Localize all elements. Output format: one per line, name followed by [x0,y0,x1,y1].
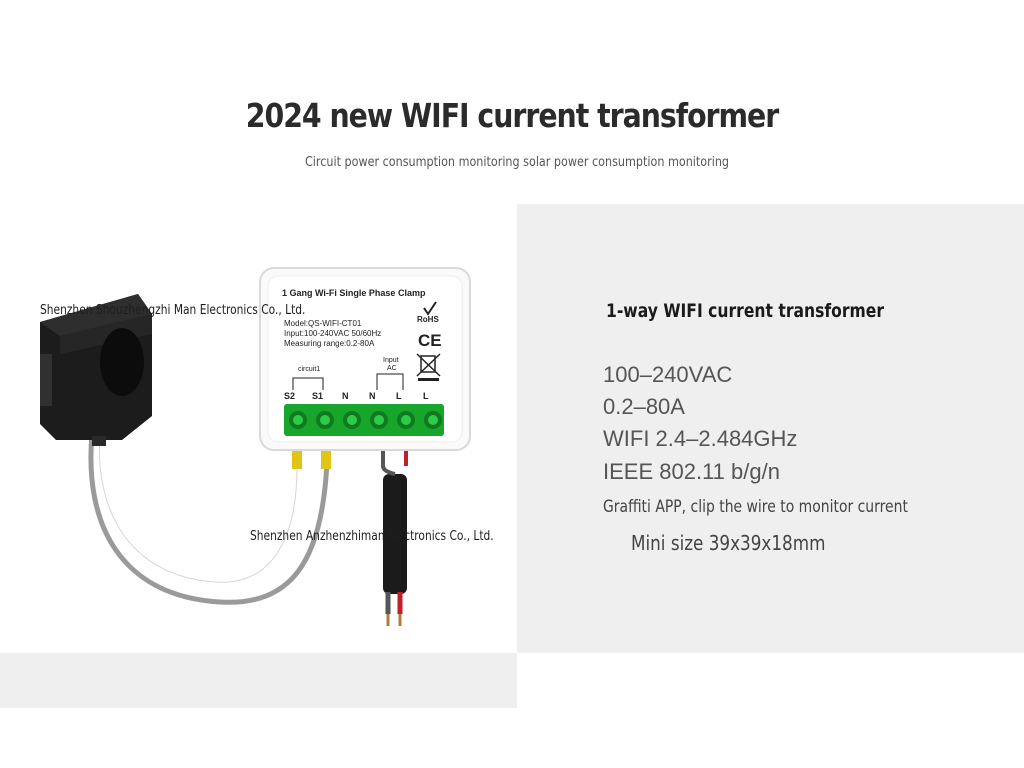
terminal-block [284,404,444,436]
current-clamp [40,294,152,446]
page-subtitle: Circuit power consumption monitoring sol… [304,155,730,170]
spec-heading: 1-way WIFI current transformer [606,300,885,322]
terminal-label-n2: N [369,391,376,401]
footer-band-right [517,653,1024,708]
clamp-wire-white-outline [98,435,298,583]
power-cable [383,474,407,594]
watermark-top: Shenzhen Shouzhengzhi Man Electronics Co… [40,303,306,318]
watermark-bottom: Shenzhen Anzhenzhiman Electronics Co., L… [250,529,494,544]
spec-size: Mini size 39x39x18mm [631,531,826,555]
ac-label: AC [387,365,397,372]
spec-app: Graffiti APP, clip the wire to monitor c… [603,497,908,517]
terminal-label-s2: S2 [284,391,295,401]
terminal-label-s1: S1 [312,391,323,401]
check-icon [423,301,437,316]
spec-panel [517,204,1024,653]
smart-module: 1 Gang Wi-Fi Single Phase Clamp Model:QS… [259,267,471,451]
clamp-wire-gray [88,433,330,605]
connector-s2 [292,449,302,469]
ce-mark: CE [418,331,442,350]
terminal-label-l2: L [423,391,429,401]
spec-ieee: IEEE 802.11 b/g/n [603,459,780,484]
clamp-opening [100,328,144,396]
header-section: 2024 new WIFI current transformer Circui… [0,0,1024,204]
spec-voltage: 100–240VAC [603,362,733,387]
product-image: 1 Gang Wi-Fi Single Phase Clamp Model:QS… [40,267,471,626]
device-title: 1 Gang Wi-Fi Single Phase Clamp [282,288,426,298]
terminal-label-l1: L [396,391,402,401]
clamp-wire-white [96,435,300,585]
connector-s1 [321,449,331,469]
circuit-label: circuit1 [298,366,320,373]
device-model: Model:QS-WIFI-CT01 [284,319,362,328]
device-range: Measuring range:0.2-80A [284,339,375,348]
footer-band-left [0,653,517,708]
input-label: Input [383,357,399,364]
terminal-label-n1: N [342,391,349,401]
page-title: 2024 new WIFI current transformer [245,96,779,135]
rohs-mark: RoHS [417,315,439,324]
device-input: Input:100-240VAC 50/60Hz [284,329,381,338]
spec-wifi: WIFI 2.4–2.484GHz [603,426,798,451]
weee-bin-icon [416,353,441,381]
spec-current: 0.2–80A [603,394,685,419]
